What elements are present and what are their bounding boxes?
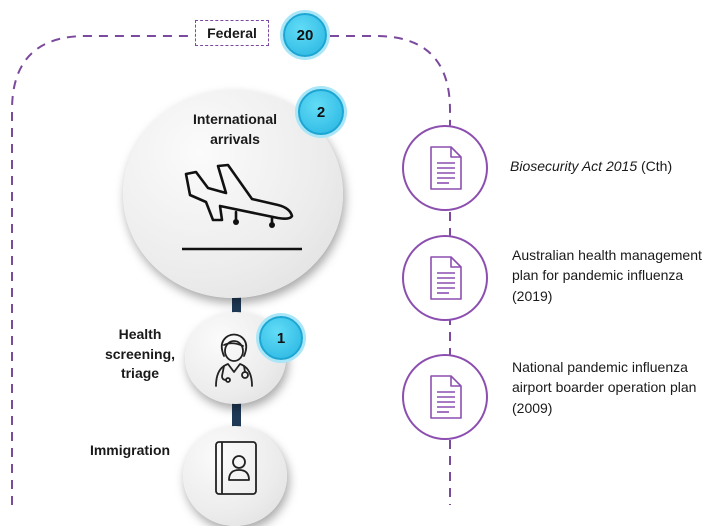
document-title: Biosecurity Act 2015 (Cth) <box>510 158 673 174</box>
document-icon <box>430 375 462 419</box>
document-node <box>402 354 488 440</box>
document-icon <box>430 256 462 300</box>
connector-line <box>232 398 241 433</box>
document-title: National pandemic influenza airport boar… <box>512 359 697 416</box>
international-count-badge: 2 <box>298 89 344 135</box>
federal-label: Federal <box>195 20 269 46</box>
airplane-landing-icon <box>182 163 302 251</box>
immigration-label: Immigration <box>89 442 171 458</box>
federal-count-badge: 20 <box>283 13 327 57</box>
document-title: Australian health management plan for pa… <box>512 247 702 304</box>
health-count-badge: 1 <box>259 316 303 360</box>
doctor-icon <box>215 333 253 387</box>
document-node <box>402 125 488 211</box>
passport-icon <box>215 441 257 495</box>
international-arrivals-label: International arrivals <box>192 111 277 147</box>
health-screening-label: Health screening, triage <box>104 326 176 382</box>
document-icon <box>430 146 462 190</box>
document-node <box>402 235 488 321</box>
connector-line <box>232 280 241 320</box>
